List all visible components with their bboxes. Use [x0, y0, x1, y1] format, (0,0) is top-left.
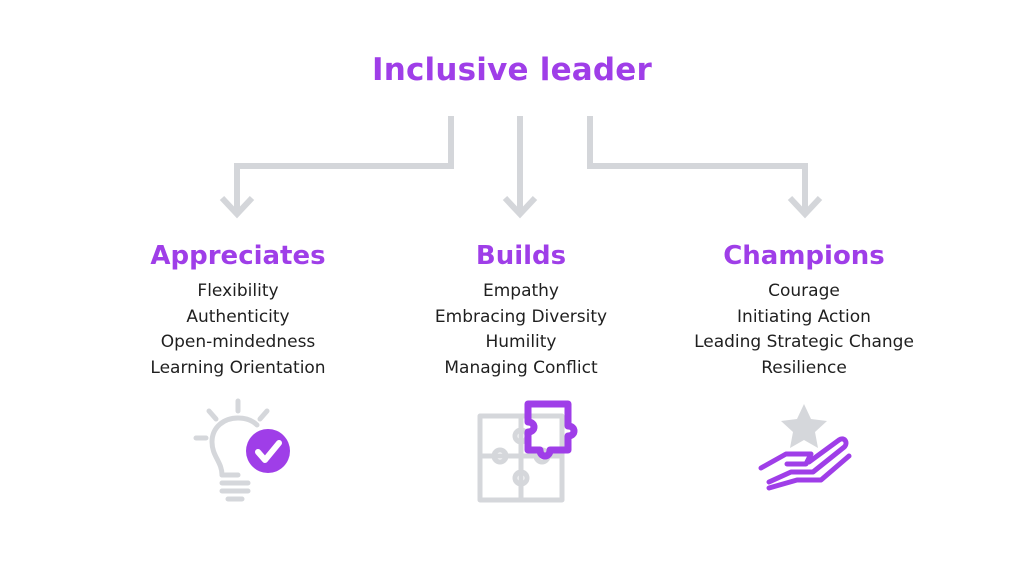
diagram-title: Inclusive leader	[371, 52, 653, 88]
column-builds: Builds Empathy Embracing Diversity Humil…	[391, 238, 651, 381]
trait-item: Courage	[768, 281, 840, 301]
connector-left	[234, 116, 454, 210]
trait-list: Empathy Embracing Diversity Humility Man…	[391, 279, 651, 381]
lightbulb-check-icon	[193, 398, 290, 502]
trait-item: Learning Orientation	[150, 357, 326, 378]
column-heading: Builds	[475, 241, 567, 271]
arrowhead-right	[787, 195, 823, 219]
connector-right	[587, 116, 808, 210]
hand-star-icon	[758, 404, 852, 491]
trait-item: Authenticity	[186, 306, 290, 327]
column-appreciates: Appreciates Flexibility Authenticity Ope…	[108, 238, 368, 381]
column-champions: Champions Courage Initiating Action Lead…	[674, 238, 934, 381]
trait-item: Flexibility	[197, 281, 279, 301]
puzzle-pieces-icon	[477, 400, 578, 503]
trait-item: Humility	[485, 332, 557, 352]
trait-list: Flexibility Authenticity Open-mindedness…	[108, 279, 368, 381]
trait-item: Initiating Action	[737, 306, 871, 327]
trait-item: Managing Conflict	[444, 357, 598, 378]
arrowhead-middle	[502, 195, 538, 219]
trait-item: Embracing Diversity	[434, 306, 608, 327]
trait-item: Leading Strategic Change	[694, 332, 914, 352]
trait-item: Resilience	[761, 357, 847, 378]
column-heading: Champions	[723, 241, 885, 271]
trait-item: Empathy	[482, 281, 559, 301]
column-heading: Appreciates	[150, 241, 326, 271]
arrowhead-left	[219, 195, 255, 219]
trait-list: Courage Initiating Action Leading Strate…	[674, 279, 934, 381]
trait-item: Open-mindedness	[160, 332, 316, 352]
